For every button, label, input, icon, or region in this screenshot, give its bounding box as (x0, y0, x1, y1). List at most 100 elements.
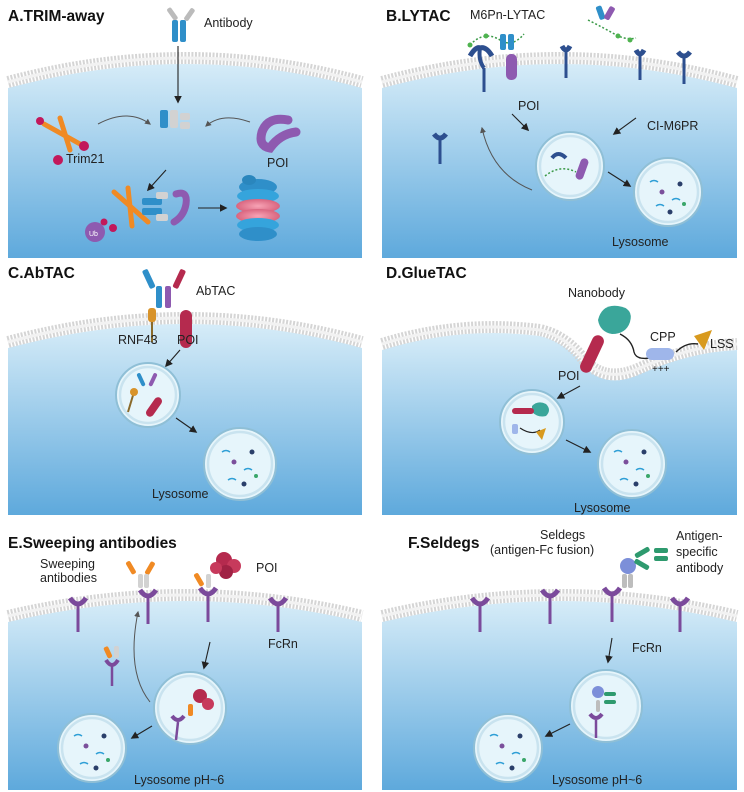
trim21-icon (36, 115, 89, 165)
ubiquitin-icon (85, 222, 105, 242)
recycled-fcrn-e (103, 646, 120, 686)
m6pn-lytac-label: M6Pn-LYTAC (470, 8, 545, 22)
rnf43-label: RNF43 (118, 333, 158, 347)
antigen-specific-antibody-icon (634, 547, 668, 570)
panel-f: F.Seldegs Seldegs (antigen-Fc fusion) An… (380, 528, 739, 790)
proteasome-icon (236, 175, 280, 241)
glue-linker (619, 333, 651, 360)
lysosome-label-b: Lysosome (612, 235, 669, 249)
panel-e: E.Sweeping antibodies Sweeping antibodie… (6, 535, 364, 790)
arrow-poi-b (511, 113, 530, 132)
poi-aggregate-e (194, 552, 241, 588)
poi-label-c: POI (177, 333, 199, 347)
lysosome-d-contents (613, 449, 650, 487)
ternary-complex-icon (100, 185, 190, 232)
poi-label-e: POI (256, 561, 278, 575)
lysosome-b (633, 157, 703, 227)
abtac-label: AbTAC (196, 284, 235, 298)
lytac-receptor-complex-icon (467, 33, 525, 92)
free-lytac-icon (587, 5, 637, 43)
abtac-icon (142, 269, 186, 308)
panel-b: B.LYTAC M6Pn-LYTAC POI CI-M6PR (380, 5, 739, 258)
poi-d-icon (580, 335, 604, 373)
seldegs-icon (620, 558, 636, 588)
cytoplasm-f (382, 601, 737, 790)
panel-e-title: E.Sweeping antibodies (8, 535, 177, 552)
panel-f-title: F.Seldegs (408, 535, 480, 552)
endosome-cargo-b (544, 152, 589, 180)
arrow-trim21 (97, 115, 151, 125)
panel-d-title: D.GlueTAC (386, 265, 467, 282)
endosome-f (569, 669, 643, 743)
endosome-cargo-f (588, 686, 616, 738)
sweeping-label-2: antibodies (40, 571, 97, 585)
poi-label-a: POI (267, 156, 289, 170)
endosome-d (499, 389, 565, 455)
recycled-receptor-icon (432, 132, 448, 164)
antibody-label: Antibody (204, 16, 253, 30)
antigen-label-1: Antigen- (676, 529, 723, 543)
fcrn-receptors-f (469, 586, 691, 632)
arrow-f-internalize (605, 637, 613, 664)
ub-label: Ub (89, 231, 98, 238)
arrow-to-lysosome-d (565, 439, 592, 453)
arrow-e-internalize (201, 641, 211, 670)
panel-b-title: B.LYTAC (386, 8, 451, 25)
arrow-d-internalize (556, 385, 581, 399)
endosome-cargo-c (127, 373, 163, 417)
charge-label: +++ (652, 364, 670, 375)
ci-m6pr-receptors (559, 44, 692, 84)
rnf43-icon (148, 308, 156, 342)
poi-c-icon (180, 310, 192, 348)
panel-d: D.GlueTAC Nanobody CPP +++ LSS POI (380, 265, 738, 515)
antigen-label-2: specific (676, 545, 718, 559)
fcrn-label-e: FcRn (268, 637, 298, 651)
sweeping-label-1: Sweeping (40, 557, 95, 571)
arrow-receptor-b (612, 117, 637, 135)
cpp-icon (646, 348, 674, 360)
lss-label: LSS (710, 337, 734, 351)
nanobody-icon (598, 305, 631, 334)
endosome-b (535, 131, 605, 201)
lysosome-c (203, 427, 277, 501)
lysosome-c-contents (221, 449, 258, 487)
lysosome-label-d: Lysosome (574, 501, 631, 515)
arrow-to-lysosome-f (544, 723, 571, 737)
antigen-label-3: antibody (676, 561, 724, 575)
sweeping-antibody-icon (125, 561, 155, 588)
endosome-cargo-e (170, 689, 214, 741)
ci-m6pr-label: CI-M6PR (647, 119, 698, 133)
arrow-c-internalize (164, 349, 181, 368)
seldegs-label-2: (antigen-Fc fusion) (490, 543, 594, 557)
arrow-to-lysosome-b (607, 171, 632, 187)
fcrn-label-f: FcRn (632, 641, 662, 655)
arrow-complex-down (146, 169, 167, 192)
panel-c-title: C.AbTAC (8, 265, 75, 282)
arrow-recycle-e (133, 610, 151, 703)
arrow-recycle-b (480, 126, 533, 191)
arrow-poi-a (205, 117, 251, 127)
lysosome-label-c: Lysosome (152, 487, 209, 501)
lss-icon (694, 330, 712, 350)
lysosome-f-contents (489, 733, 526, 771)
lysosome-f (473, 713, 543, 783)
arrow-to-lysosome-e (130, 725, 153, 739)
nanobody-label: Nanobody (568, 286, 626, 300)
antibody-complex-icon (160, 110, 190, 129)
trim21-label: Trim21 (66, 152, 104, 166)
endosome-cargo-d (512, 402, 549, 440)
lysosome-d (597, 429, 667, 499)
lysosome-e-contents (73, 733, 110, 771)
arrow-to-lysosome-c (175, 417, 198, 433)
cpp-label: CPP (650, 330, 676, 344)
panel-a-title: A.TRIM-away (8, 8, 105, 25)
lysosome-e (57, 713, 127, 783)
fcrn-receptors-e (67, 586, 289, 632)
poi-label-d: POI (558, 369, 580, 383)
lysosome-label-e: Lysosome pH~6 (134, 773, 224, 787)
lysosome-label-f: Lysosome pH~6 (552, 773, 642, 787)
poi-label-b: POI (518, 99, 540, 113)
endosome-c (115, 362, 181, 428)
poi-icon (256, 114, 301, 153)
